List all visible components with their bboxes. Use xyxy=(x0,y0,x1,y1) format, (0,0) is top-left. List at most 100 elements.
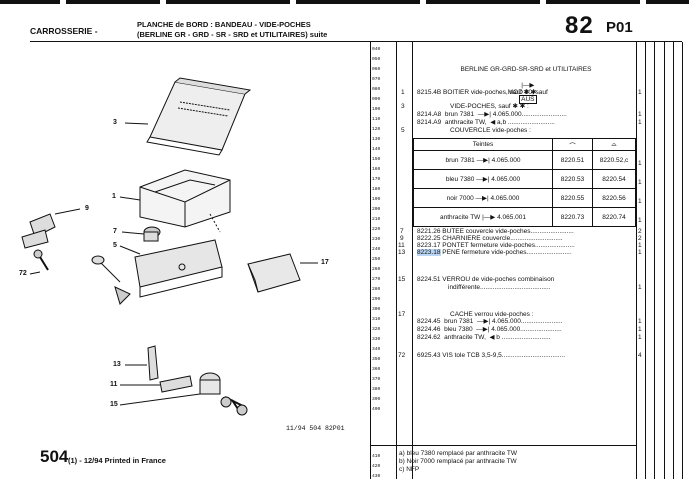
notes-rule xyxy=(370,445,636,446)
part-ref: 72 xyxy=(398,352,406,359)
row-number: 200 xyxy=(372,207,381,212)
row-number: 130 xyxy=(372,137,381,142)
part-line: 8224.45 brun 7381 —▶| 4.065.000.........… xyxy=(417,318,563,325)
part-ref: 9 xyxy=(400,235,404,242)
arrow-icon: |—▶ xyxy=(521,82,535,89)
part-line: indifférente............................… xyxy=(448,284,551,291)
part-qty: 1 xyxy=(638,111,642,118)
row-number: 420 xyxy=(372,464,381,469)
top-border xyxy=(0,0,689,4)
row-number: 330 xyxy=(372,337,381,342)
teinte-ref-1: 8220.51 xyxy=(552,150,593,170)
grid-line xyxy=(664,42,665,479)
row-number: 340 xyxy=(372,347,381,352)
row-number: 220 xyxy=(372,227,381,232)
charniere-part xyxy=(21,213,56,249)
row-number: 370 xyxy=(372,377,381,382)
row-number: 230 xyxy=(372,237,381,242)
cache-part xyxy=(247,253,301,293)
page-number: 82 xyxy=(565,12,594,39)
couvercle-part xyxy=(134,239,223,298)
shape-icon-2: ⌓ xyxy=(592,138,636,151)
part-line-highlighted: 8223.18 PENE fermeture vide-poches......… xyxy=(417,249,572,256)
row-number: 060 xyxy=(372,67,381,72)
part-line: VIDE-POCHES, sauf ✱ ✱ : xyxy=(450,103,529,110)
row-number: 120 xyxy=(372,127,381,132)
callout-72: 72 xyxy=(19,270,27,277)
row-number: 300 xyxy=(372,307,381,312)
part-ref: 15 xyxy=(398,276,406,283)
row-number: 410 xyxy=(372,454,381,459)
part-qty: 1 xyxy=(638,334,642,341)
part-qty: 2 xyxy=(638,235,642,242)
callout-11: 11 xyxy=(110,381,118,388)
row-number: 040 xyxy=(372,47,381,52)
grid-line xyxy=(654,42,655,479)
callout-17: 17 xyxy=(321,259,329,266)
aus-box: AUS xyxy=(519,95,537,104)
part-ref: 13 xyxy=(398,249,406,256)
part-ref: 1 xyxy=(401,89,405,96)
teinte-label: brun 7381 —▶| 4.065.000 xyxy=(413,150,553,170)
teinte-ref-2: 8220.56 xyxy=(592,188,636,208)
bandeau-part xyxy=(146,77,252,156)
row-number: 140 xyxy=(372,147,381,152)
part-line: 8214.A8 brun 7381 —▶| 4.065.000.........… xyxy=(417,111,567,118)
row-number: 360 xyxy=(372,367,381,372)
shape-icon-1: ⌒ xyxy=(552,138,593,151)
part-line: 8223.17 PONTET fermeture vide-poches....… xyxy=(417,242,575,249)
row-number: 070 xyxy=(372,77,381,82)
part-qty: 2 xyxy=(638,228,642,235)
row-number: 390 xyxy=(372,397,381,402)
grid-line xyxy=(673,42,674,479)
row-number: 270 xyxy=(372,277,381,282)
verrou-part xyxy=(199,372,248,416)
row-number: 260 xyxy=(372,267,381,272)
part-qty: 1 xyxy=(638,249,642,256)
row-number: 150 xyxy=(372,157,381,162)
teinte-ref-1: 8220.53 xyxy=(552,169,593,189)
row-number: 380 xyxy=(372,387,381,392)
grid-line xyxy=(636,42,637,479)
drawing-reference: 11/94 504 82P01 xyxy=(286,425,345,432)
row-number: 400 xyxy=(372,407,381,412)
callout-9: 9 xyxy=(85,205,89,212)
teinte-ref-2: 8220.52,c xyxy=(592,150,636,170)
exploded-diagram xyxy=(21,77,318,416)
boitier-part xyxy=(139,169,231,228)
part-qty: 1 xyxy=(638,242,642,249)
grid-line xyxy=(396,42,397,479)
part-line: 8214.A9 anthracite TW, ◀ a,b ...........… xyxy=(417,119,555,126)
teinte-ref-1: 8220.55 xyxy=(552,188,593,208)
part-qty: 1 xyxy=(638,119,642,126)
model-heading-line2: |—▶ MOD 80, sauf AUS xyxy=(507,82,548,104)
teintes-header: Teintes xyxy=(413,138,553,151)
selected-part-code[interactable]: 8223.18 xyxy=(417,249,441,256)
part-line: CACHE verrou vide-poches : xyxy=(450,311,534,318)
callout-5: 5 xyxy=(113,242,117,249)
row-number: 280 xyxy=(372,287,381,292)
grid-line xyxy=(412,42,413,479)
teinte-ref-2: 8220.54 xyxy=(592,169,636,189)
teinte-ref-2: 8220.74 xyxy=(592,207,636,227)
part-qty: 1 xyxy=(638,198,642,205)
footnote: c) NFP xyxy=(399,466,420,473)
page-subtitle: (BERLINE GR - GRD - SR - SRD et UTILITAI… xyxy=(137,30,328,39)
row-number: 090 xyxy=(372,97,381,102)
teinte-ref-1: 8220.73 xyxy=(552,207,593,227)
part-qty: 1 xyxy=(638,284,642,291)
part-line: 8224.46 bleu 7380 —▶| 4.065.000.........… xyxy=(417,326,562,333)
page-suffix: P01 xyxy=(606,19,633,36)
part-qty: 1 xyxy=(638,318,642,325)
row-number: 350 xyxy=(372,357,381,362)
part-qty: 4 xyxy=(638,352,642,359)
callout-1: 1 xyxy=(112,193,116,200)
footer-page: 504 xyxy=(40,447,69,466)
part-line: 8215.4B BOITIER vide-poches, sauf ✱ ✱ xyxy=(417,89,537,96)
part-qty: 1 xyxy=(638,217,642,224)
header-rule xyxy=(30,41,682,42)
part-line: 8221.26 BUTEE couvercle vide-poches.....… xyxy=(417,228,574,235)
row-number: 110 xyxy=(372,117,381,122)
